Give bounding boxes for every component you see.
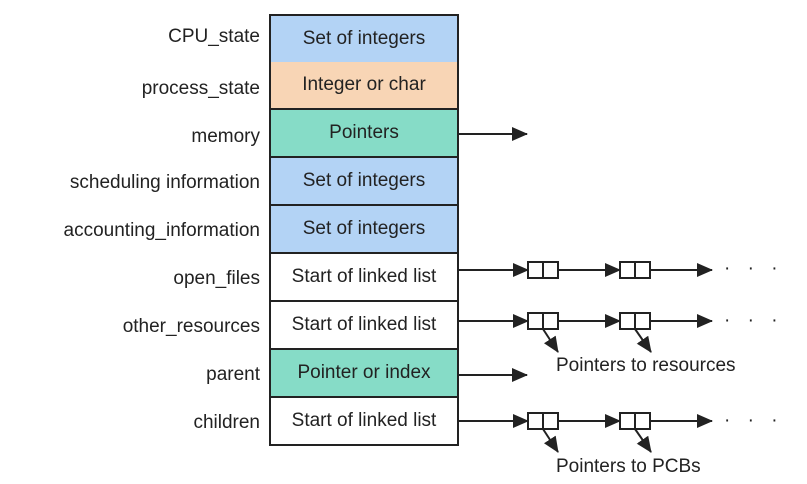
row-label-children: children [193, 412, 260, 433]
row-label-scheduling-information: scheduling information [69, 172, 260, 193]
row-label-open-files: open_files [173, 268, 260, 289]
children-ellipsis: · · · [724, 410, 784, 431]
row-label-process-state: process_state [141, 78, 260, 99]
item-pointer-a-8 [542, 428, 559, 453]
field-accounting-information: Set of integers [269, 206, 459, 254]
field-scheduling-information: Set of integers [269, 158, 459, 206]
field-other-resources: Start of linked list [269, 302, 459, 350]
field-process-state: Integer or char [269, 62, 459, 110]
field-children: Start of linked list [269, 398, 459, 446]
row-label-parent: parent [206, 364, 260, 385]
row-label-other-resources: other_resources [122, 316, 260, 337]
open-files-ellipsis: · · · [724, 258, 784, 279]
row-label-memory: memory [191, 126, 260, 147]
row-label-cpu-state: CPU_state [168, 26, 260, 47]
field-open-files: Start of linked list [269, 254, 459, 302]
other-resources-ellipsis: · · · [724, 310, 784, 331]
item-pointer-b-8 [634, 428, 652, 453]
item-pointer-a-6 [542, 328, 559, 353]
note-pointers-to-resources: Pointers to resources [556, 355, 736, 376]
item-pointer-b-6 [634, 328, 652, 353]
note-pointers-to-pcbs: Pointers to PCBs [556, 456, 701, 477]
field-cpu-state: Set of integers [269, 14, 459, 64]
field-parent: Pointer or index [269, 350, 459, 398]
row-label-accounting-information: accounting_information [63, 220, 260, 241]
field-memory: Pointers [269, 110, 459, 158]
